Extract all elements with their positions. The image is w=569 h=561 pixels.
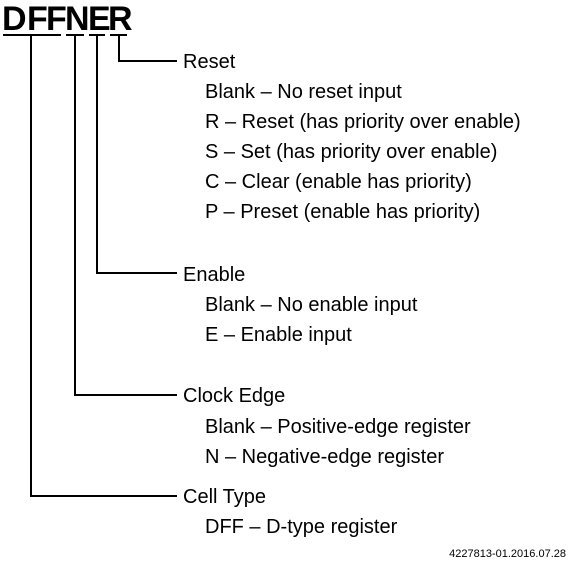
option-text: S – Set (has priority over enable)	[205, 141, 497, 163]
connector-enable	[96, 35, 177, 274]
connector-reset	[118, 35, 177, 62]
section-heading: Enable	[183, 264, 245, 286]
code-letter-e: E	[88, 0, 111, 38]
option-text: DFF – D-type register	[205, 516, 398, 538]
option-text: E – Enable input	[205, 324, 352, 346]
section-heading: Reset	[183, 51, 236, 73]
code-letter-d: D	[2, 0, 27, 38]
connector-cell-type	[30, 35, 177, 497]
code-letter-r: R	[108, 0, 133, 38]
section-clock-edge: Clock Edge Blank – Positive-edge registe…	[183, 385, 471, 468]
code-letter-n: N	[65, 0, 90, 38]
option-text: R – Reset (has priority over enable)	[205, 111, 521, 133]
section-reset: Reset Blank – No reset input R – Reset (…	[183, 51, 521, 223]
option-text: P – Preset (enable has priority)	[205, 201, 480, 223]
section-cell-type: Cell Type DFF – D-type register	[183, 486, 398, 538]
section-heading: Cell Type	[183, 486, 266, 508]
figure-id: 4227813-01.2016.07.28	[449, 548, 566, 560]
code-string: D F F N E R	[2, 0, 133, 38]
section-heading: Clock Edge	[183, 385, 285, 407]
option-text: N – Negative-edge register	[205, 446, 444, 468]
option-text: Blank – No enable input	[205, 294, 418, 316]
connector-clock-edge	[74, 35, 177, 396]
option-text: Blank – No reset input	[205, 81, 402, 103]
option-text: C – Clear (enable has priority)	[205, 171, 472, 193]
code-letter-f1: F	[27, 0, 48, 38]
option-text: Blank – Positive-edge register	[205, 416, 471, 438]
section-enable: Enable Blank – No enable input E – Enabl…	[183, 264, 418, 346]
connector-lines	[30, 35, 177, 497]
code-letter-f2: F	[46, 0, 67, 38]
